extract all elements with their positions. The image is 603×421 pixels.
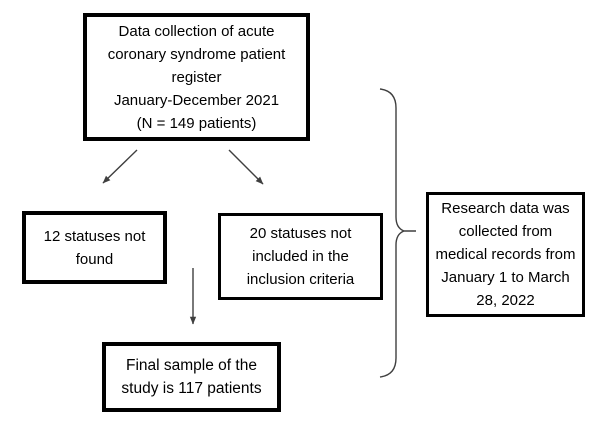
- box-research-note-text: Research data was collected from medical…: [435, 200, 576, 309]
- box-data-collection-text: Data collection of acute coronary syndro…: [107, 22, 286, 132]
- box-statuses-excluded-text: 20 statuses not included in the inclusio…: [246, 225, 355, 288]
- box-final-sample-text: Final sample of the study is 117 patient…: [121, 357, 262, 397]
- box-statuses-not-found: 12 statuses not found: [22, 211, 167, 284]
- box-research-note: Research data was collected from medical…: [426, 192, 585, 317]
- box-statuses-not-found-text: 12 statuses not found: [43, 227, 146, 268]
- curly-brace-icon: [379, 88, 416, 378]
- arrow-top-to-not-found-icon: [102, 149, 138, 184]
- box-data-collection: Data collection of acute coronary syndro…: [83, 13, 310, 141]
- box-statuses-excluded: 20 statuses not included in the inclusio…: [218, 213, 383, 300]
- box-final-sample: Final sample of the study is 117 patient…: [102, 342, 281, 412]
- arrow-top-to-excluded-icon: [228, 149, 264, 185]
